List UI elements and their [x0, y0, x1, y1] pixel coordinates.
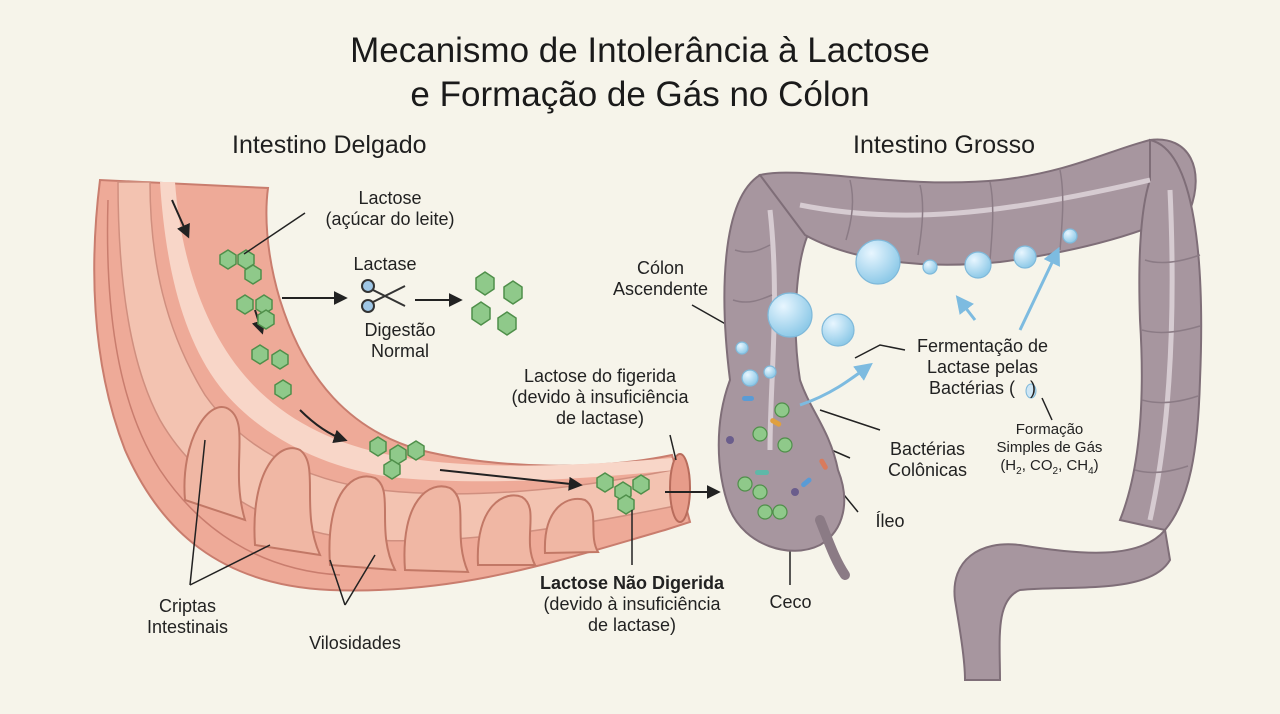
label-normal-digestion-2: Normal: [370, 341, 429, 361]
label-ascending-colon-2: Ascendente: [612, 279, 709, 299]
label-fermentation: Fermentação de Lactase pelas Bactérias (…: [895, 336, 1070, 399]
scissors-icon: [361, 279, 406, 313]
label-lactase: Lactase: [353, 254, 417, 274]
label-fermentation-3: Bactérias ( ): [895, 378, 1070, 399]
label-ascending-colon-1: Cólon: [636, 258, 685, 278]
label-crypts-1: Criptas: [158, 596, 216, 616]
gas-h: (H: [1000, 457, 1017, 474]
label-undigested-2: (devido à insuficiência: [543, 594, 721, 614]
label-lactose-figerida-1: Lactose do figerida: [523, 366, 677, 386]
page-title-line1: Mecanismo de Intolerância à Lactose: [350, 31, 930, 70]
label-lactose-desc: (açúcar do leite): [325, 209, 455, 229]
gas-h-sub: 2: [1016, 466, 1022, 477]
small-intestine: [93, 178, 692, 592]
section-small-intestine: Intestino Delgado: [232, 131, 427, 159]
label-villi: Vilosidades: [309, 633, 401, 653]
label-ascending-colon: Cólon Ascendente: [598, 258, 723, 300]
label-gas-1: Formação: [1015, 421, 1084, 438]
colon-bacteria: [726, 396, 828, 520]
label-lactose: Lactose (açúcar do leite): [320, 188, 460, 230]
label-lactose-figerida-3: de lactase): [555, 408, 645, 428]
label-fermentation-2: Lactase pelas: [926, 357, 1039, 377]
gas-ch: , CH: [1058, 457, 1089, 474]
gas-co: , CO: [1021, 457, 1053, 474]
label-lactose-figerida: Lactose do figerida (devido à insuficiên…: [500, 366, 700, 429]
label-gas-2: Simples de Gás: [996, 439, 1103, 456]
label-crypts: Criptas Intestinais: [130, 596, 245, 638]
label-crypts-2: Intestinais: [146, 617, 229, 637]
label-undigested-lactose: Lactose Não Digerida (devido à insuficiê…: [512, 573, 752, 636]
label-bacteria-2: Colônicas: [887, 460, 968, 480]
gas-bubbles: [735, 228, 1078, 387]
label-colonic-bacteria: Bactérias Colônicas: [870, 439, 985, 481]
label-lactose-figerida-2: (devido à insuficiência: [511, 387, 689, 407]
droplet-icon: [1025, 383, 1037, 399]
label-gas-formula: (H2, CO2, CH4): [982, 457, 1117, 481]
section-large-intestine: Intestino Grosso: [853, 131, 1036, 159]
flow-arrows: [171, 199, 721, 499]
label-ileum: Íleo: [875, 511, 905, 531]
lactose-molecules: [219, 249, 650, 515]
label-bacteria-1: Bactérias: [889, 439, 966, 459]
label-undigested-3: de lactase): [587, 615, 677, 635]
label-fermentation-1: Fermentação de: [916, 336, 1049, 356]
small-intestine-end: [669, 453, 691, 523]
label-normal-digestion: Digestão Normal: [350, 320, 450, 362]
gas-end: ): [1093, 457, 1099, 474]
label-fermentation-3-end: ): [1030, 378, 1037, 398]
gas-co-sub: 2: [1052, 466, 1059, 477]
fermentation-arrows: [799, 246, 1060, 407]
label-normal-digestion-1: Digestão: [364, 320, 436, 340]
page-title-line2: e Formação de Gás no Cólon: [410, 75, 870, 114]
label-gas-formation: Formação Simples de Gás (H2, CO2, CH4): [982, 421, 1117, 481]
large-intestine: [717, 138, 1203, 681]
label-lactose-name: Lactose: [358, 188, 422, 208]
label-fermentation-3-text: Bactérias (: [928, 378, 1015, 398]
leader-lines: [189, 212, 1053, 606]
label-cecum: Ceco: [769, 592, 812, 612]
gas-ch-sub: 4: [1088, 466, 1094, 477]
label-undigested-1: Lactose Não Digerida: [539, 573, 725, 593]
